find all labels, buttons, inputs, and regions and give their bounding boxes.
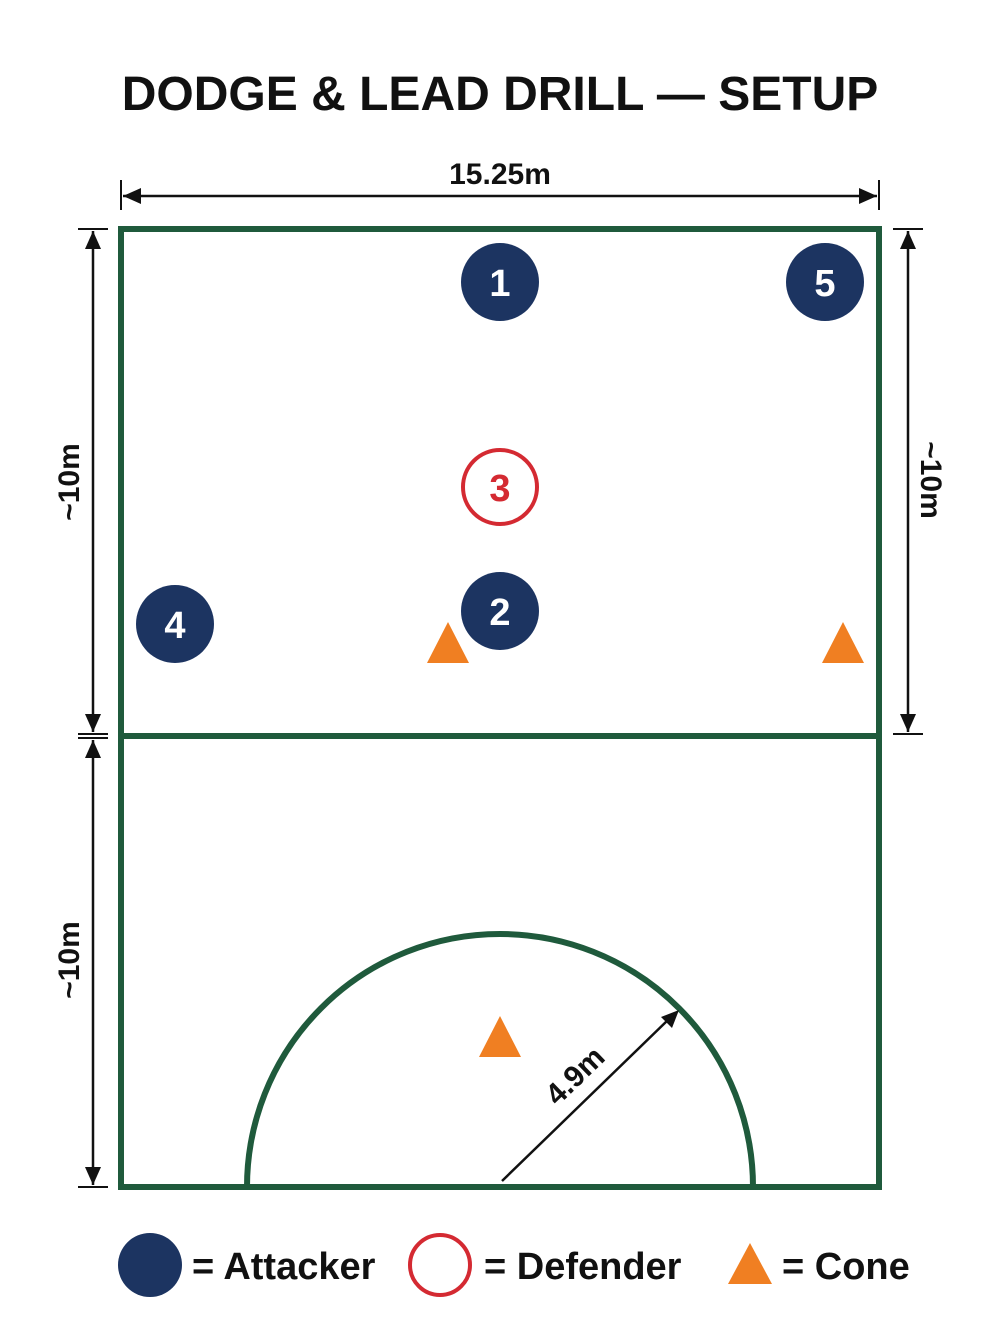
diagram-title: DODGE & LEAD DRILL — SETUP	[122, 68, 879, 121]
lower-left-dimension: ~10m	[53, 737, 108, 1188]
cone-1	[427, 622, 469, 663]
attacker-2-label: 2	[489, 592, 510, 634]
upper-right-dimension: ~10m	[893, 228, 947, 735]
legend-cone-icon	[728, 1243, 772, 1284]
defender-3: 3	[461, 448, 539, 526]
lower-left-label: ~10m	[53, 921, 86, 999]
width-label: 15.25m	[449, 158, 551, 191]
attacker-1: 1	[461, 243, 539, 321]
upper-left-dimension: ~10m	[53, 228, 108, 735]
upper-right-label: ~10m	[914, 441, 947, 519]
upper-left-label: ~10m	[53, 443, 86, 521]
attacker-2: 2	[461, 572, 539, 650]
legend-cone-label: = Cone	[782, 1246, 910, 1288]
defender-3-label: 3	[489, 468, 510, 510]
legend-defender-label: = Defender	[484, 1246, 682, 1288]
cone-2	[822, 622, 864, 663]
attacker-5-label: 5	[814, 263, 835, 305]
radius-label: 4.9m	[539, 1041, 611, 1112]
attacker-1-label: 1	[489, 263, 510, 305]
attacker-5: 5	[786, 243, 864, 321]
court-outline	[118, 226, 882, 1190]
shooting-circle	[244, 931, 756, 1188]
legend-defender-icon	[408, 1233, 472, 1297]
radius-dimension: 4.9m	[501, 1010, 679, 1182]
legend-attacker-icon	[118, 1233, 182, 1297]
court	[118, 226, 882, 1190]
attacker-4-label: 4	[164, 605, 185, 647]
attacker-4: 4	[136, 585, 214, 663]
cone-3	[479, 1016, 521, 1057]
legend-attacker-label: = Attacker	[192, 1246, 376, 1288]
legend: = Attacker = Defender = Cone	[118, 1233, 910, 1297]
width-dimension: 15.25m	[120, 158, 880, 210]
